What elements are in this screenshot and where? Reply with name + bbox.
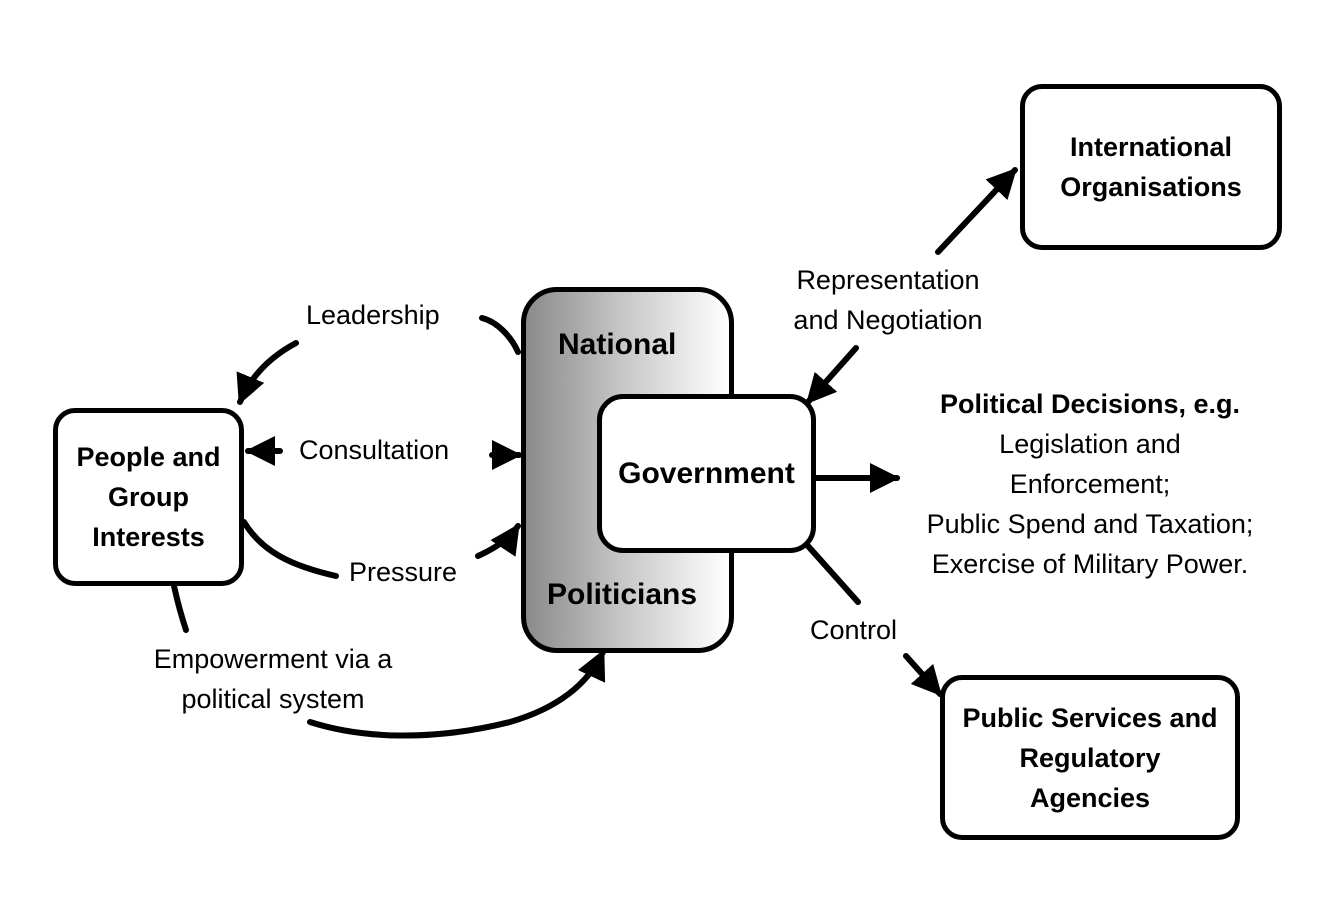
representation-label: Representation and Negotiation: [768, 260, 1008, 340]
decisions-item-3: Public Spend and Taxation;: [926, 509, 1254, 539]
pressure-arrow: [475, 523, 521, 559]
empowerment-arrow-start: [171, 583, 189, 633]
public-services-line-1: Public Services and: [962, 702, 1218, 733]
representation-arrow-up: [935, 167, 1018, 255]
people-group-interests-box: People and Group Interests: [53, 408, 244, 586]
decisions-title: Political Decisions, e.g.: [939, 389, 1241, 419]
public-services-box: Public Services and Regulatory Agencies: [940, 675, 1240, 840]
leadership-arrow-start: [479, 315, 521, 355]
international-box-line-2: Organisations: [1060, 172, 1242, 202]
representation-line-1: Representation: [796, 265, 980, 295]
empowerment-label: Empowerment via a political system: [128, 639, 418, 719]
government-label: Government: [618, 456, 795, 490]
representation-line-2: and Negotiation: [793, 305, 983, 335]
politicians-label: Politicians: [547, 578, 698, 611]
empowerment-line-1: Empowerment via a: [153, 644, 393, 674]
leadership-label: Leadership: [306, 300, 440, 330]
people-box-line-1: People and: [76, 442, 221, 472]
leadership-arrow: [236, 340, 299, 405]
pressure-label: Pressure: [349, 557, 458, 587]
decisions-item-1: Legislation and: [999, 429, 1181, 459]
empowerment-arrow: [307, 649, 606, 739]
control-label: Control: [810, 615, 898, 645]
decisions-item-2: Enforcement;: [1009, 469, 1171, 499]
empowerment-line-2: political system: [181, 684, 365, 714]
people-box-line-2: Group: [108, 482, 189, 512]
people-box-line-3: Interests: [92, 522, 205, 552]
international-box-line-1: International: [1069, 132, 1232, 162]
control-arrow-start: [805, 543, 861, 605]
pressure-arrow-start: [241, 519, 339, 579]
consultation-label: Consultation: [299, 435, 450, 465]
government-box: Government: [597, 394, 816, 553]
public-services-line-3: Agencies: [1029, 782, 1151, 813]
decisions-item-4: Exercise of Military Power.: [931, 549, 1249, 579]
political-decisions-text: Political Decisions, e.g. Legislation an…: [900, 384, 1280, 584]
control-arrow: [903, 653, 943, 697]
public-services-line-2: Regulatory: [1019, 742, 1161, 773]
representation-arrow-down: [805, 345, 859, 405]
international-organisations-box: International Organisations: [1020, 84, 1282, 250]
national-label: National: [558, 328, 677, 361]
